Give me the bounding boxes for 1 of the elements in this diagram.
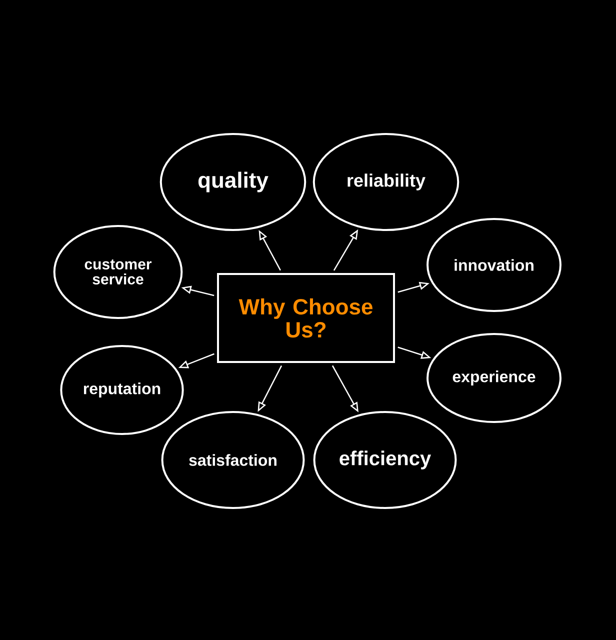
title-box: Why Choose Us? bbox=[217, 273, 395, 363]
